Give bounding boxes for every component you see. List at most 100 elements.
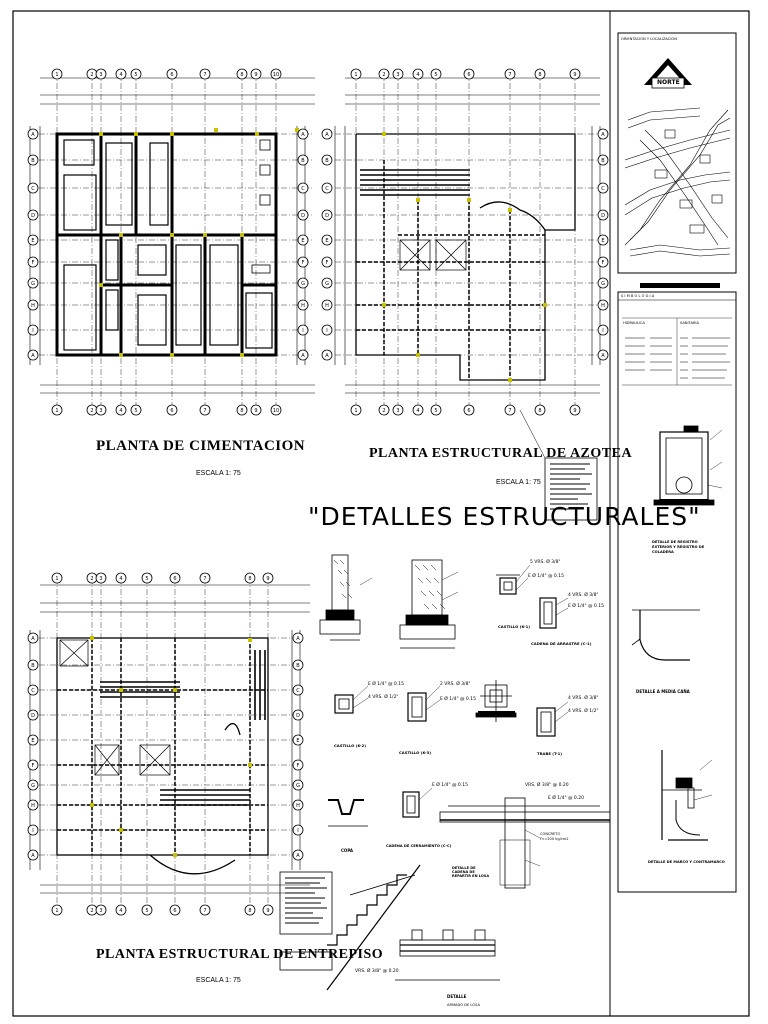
grid-bubble <box>270 404 282 416</box>
grid-bubble-label: 5 <box>434 408 437 414</box>
structural-details <box>319 425 715 991</box>
caption-marco: DETALLE DE MARCO Y CONTRAMARCO <box>648 860 725 864</box>
grid-bubble-label: I <box>297 828 298 834</box>
grid-bubble-label: 8 <box>538 408 541 414</box>
grid-bubble-label: G <box>301 281 305 287</box>
grid-bubble-label: 1 <box>354 408 357 414</box>
grid-bubble-label: 10 <box>273 72 279 78</box>
grid-bubble <box>27 349 39 361</box>
grid-bubble-label: 6 <box>173 908 176 914</box>
grid-bubble-label: D <box>296 713 300 719</box>
grid-bubble-label: A <box>301 132 305 138</box>
grid-bubble <box>321 299 333 311</box>
grid-bubble <box>27 256 39 268</box>
grid-bubble <box>534 404 546 416</box>
grid-bubble-label: 6 <box>467 408 470 414</box>
grid-bubble <box>27 154 39 166</box>
grid-bubble <box>321 277 333 289</box>
grid-bubble <box>27 277 39 289</box>
grid-bubble <box>51 404 63 416</box>
grid-bubble <box>27 684 39 696</box>
legend-drawing <box>617 291 737 893</box>
grid-bubble <box>569 68 581 80</box>
grid-bubble-label: 7 <box>508 72 511 78</box>
grid-bubble-label: A <box>301 353 305 359</box>
grid-bubble-label: 6 <box>170 72 173 78</box>
rebar-label: 4 VRS. Ø 1/2" <box>368 695 399 700</box>
grid-bubble-label: 9 <box>266 908 269 914</box>
grid-bubble <box>292 659 304 671</box>
grid-bubble <box>597 324 609 336</box>
grid-bubble-label: 3 <box>99 408 102 414</box>
grid-bubble <box>166 68 178 80</box>
grid-bubble-label: 2 <box>90 908 93 914</box>
grid-bubble <box>51 904 63 916</box>
roof-plan-title: PLANTA ESTRUCTURAL DE AZOTEA <box>369 446 633 461</box>
rebar-label: E Ø 1/4" @ 0.15 <box>568 604 604 609</box>
caption-registro: DETALLE DE REGISTRO EXTERIOR Y REGISTRO … <box>652 540 705 555</box>
rebar-label: E Ø 1/4" @ 0.15 <box>432 783 468 788</box>
caption-castillo-k1: CASTILLO (K-1) <box>498 624 531 629</box>
grid-bubble-label: C <box>301 186 305 192</box>
grid-bubble <box>199 572 211 584</box>
grid-bubble <box>463 404 475 416</box>
grid-bubble <box>130 68 142 80</box>
grid-bubble <box>27 734 39 746</box>
grid-bubble <box>27 779 39 791</box>
rebar-label: E Ø 1/4" @ 0.15 <box>440 697 476 702</box>
grid-bubble-label: 9 <box>573 72 576 78</box>
foundation-plan-scale: ESCALA 1: 75 <box>196 470 241 477</box>
grid-bubble <box>297 128 309 140</box>
grid-bubble <box>321 349 333 361</box>
grid-bubble <box>115 68 127 80</box>
mezzanine-plan-title: PLANTA ESTRUCTURAL DE ENTREPISO <box>96 947 384 962</box>
grid-bubble <box>199 68 211 80</box>
grid-bubble-label: C <box>325 186 329 192</box>
grid-bubble-label: 5 <box>434 72 437 78</box>
grid-bubble <box>130 404 142 416</box>
grid-bubble <box>244 904 256 916</box>
foundation-plan-drawing <box>28 72 315 410</box>
grid-bubble-label: 9 <box>266 576 269 582</box>
grid-bubble-label: I <box>602 328 603 334</box>
rebar-label: VRS. Ø 3/8" @ 0.20 <box>355 969 399 974</box>
grid-bubble-label: H <box>301 303 305 309</box>
grid-bubble <box>297 349 309 361</box>
grid-bubble-label: B <box>296 663 300 669</box>
rebar-label: E Ø 1/4" @ 0.15 <box>528 574 564 579</box>
foundation-plan-title: PLANTA DE CIMENTACION <box>96 438 306 454</box>
grid-bubble-label: 5 <box>145 576 148 582</box>
grid-bubble-label: F <box>602 260 605 266</box>
grid-bubble-label: 5 <box>134 408 137 414</box>
grid-bubble <box>115 404 127 416</box>
grid-bubble <box>169 904 181 916</box>
grid-bubble-label: 3 <box>396 408 399 414</box>
caption-armado-losa: ARMADO DE LOSA <box>447 1003 480 1007</box>
grid-bubble-label: 7 <box>203 72 206 78</box>
grid-bubble <box>292 709 304 721</box>
rebar-label: VRS. Ø 3/8" @ 0.20 <box>525 783 569 788</box>
legend-col-sanitaria: SANITARIA <box>680 321 699 325</box>
grid-bubble-label: 1 <box>55 908 58 914</box>
grid-bubble-label: C <box>296 688 300 694</box>
location-map-heading: ORIENTACION Y LOCALIZACION <box>621 37 677 41</box>
grid-bubble-label: 8 <box>248 576 251 582</box>
grid-bubble <box>262 572 274 584</box>
grid-bubble <box>27 709 39 721</box>
grid-bubble <box>27 128 39 140</box>
grid-bubble <box>27 659 39 671</box>
grid-bubble-label: F <box>326 260 329 266</box>
grid-bubble-label: B <box>301 158 305 164</box>
grid-bubble <box>199 904 211 916</box>
grid-bubble-label: 6 <box>170 408 173 414</box>
grid-bubble <box>321 128 333 140</box>
grid-bubble-label: 2 <box>90 72 93 78</box>
grid-bubble-label: 1 <box>55 576 58 582</box>
rebar-label: 4 VRS. Ø 3/8" <box>568 593 599 598</box>
grid-bubble-label: E <box>296 738 299 744</box>
grid-bubble <box>378 404 390 416</box>
rebar-label: 2 VRS. Ø 3/8" <box>440 682 471 687</box>
grid-bubble <box>292 849 304 861</box>
grid-bubble <box>250 68 262 80</box>
grid-bubble-label: B <box>325 158 329 164</box>
